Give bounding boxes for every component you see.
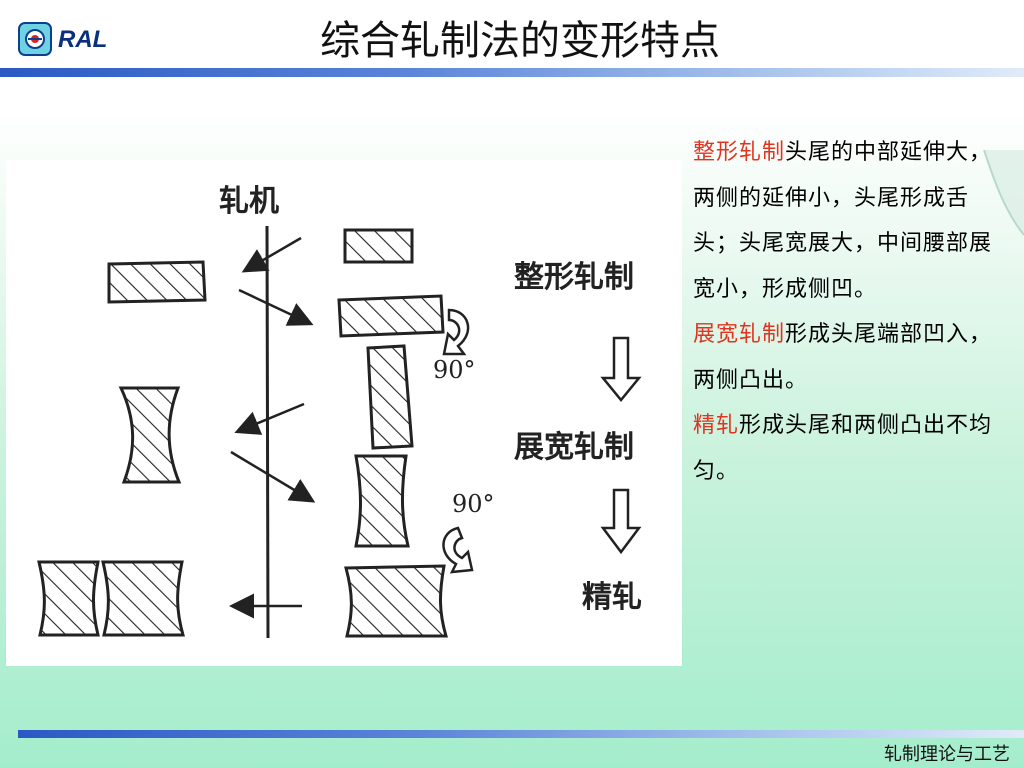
course-footer: 轧制理论与工艺 [884,744,1010,765]
desc-finishing-text: 形成头尾和两侧凸出不均匀。 [693,413,993,484]
slab-right-4 [354,454,410,548]
rolling-diagram-svg [37,225,642,639]
highlight-finishing: 精轧 [693,413,740,438]
slab-right-3 [366,344,414,450]
highlight-shaping: 整形轧制 [693,140,786,165]
mill-label: 轧机 [219,184,279,219]
stage-label-shaping: 整形轧制 [514,260,634,295]
rolling-diagram: 轧机 整形轧制 展宽轧制 精轧 90° 90° [6,160,682,666]
rotate-arrow-icon-2 [442,526,474,574]
slab-left-2 [118,386,182,484]
top-divider [0,68,1024,77]
desc-broadside-text: 形成头尾端部凹入，两侧凸出。 [693,322,993,393]
slab-right-5 [344,564,448,638]
rotation-label-2: 90° [452,490,495,518]
desc-shaping-text: 头尾的中部延伸大，两侧的延伸小，头尾形成舌头；头尾宽展大，中间腰部展宽小，形成侧… [693,140,993,302]
down-arrow-icon-2 [600,488,642,555]
stage-label-broadside: 展宽轧制 [514,430,634,465]
slab-left-3a [37,560,100,637]
mill-axis-line [265,225,270,639]
slide-title: 综合轧制法的变形特点 [320,18,720,64]
rotate-arrow-icon [442,308,470,356]
logo-text: RAL [58,26,108,53]
highlight-broadside: 展宽轧制 [693,322,786,347]
down-arrow-icon-1 [600,336,642,402]
bottom-divider [18,730,1024,738]
slab-left-4b [101,560,185,637]
slab-right-2 [337,294,445,338]
slab-left-1 [107,260,207,304]
ral-logo [18,22,52,56]
slab-right-1 [343,228,414,264]
page-curl-decoration [983,150,1024,236]
description-text: 整形轧制头尾的中部延伸大，两侧的延伸小，头尾形成舌头；头尾宽展大，中间腰部展宽小… [693,130,1011,494]
logo-emblem-icon [25,29,45,49]
stage-label-finishing: 精轧 [582,580,642,615]
rotation-label-1: 90° [433,356,476,384]
